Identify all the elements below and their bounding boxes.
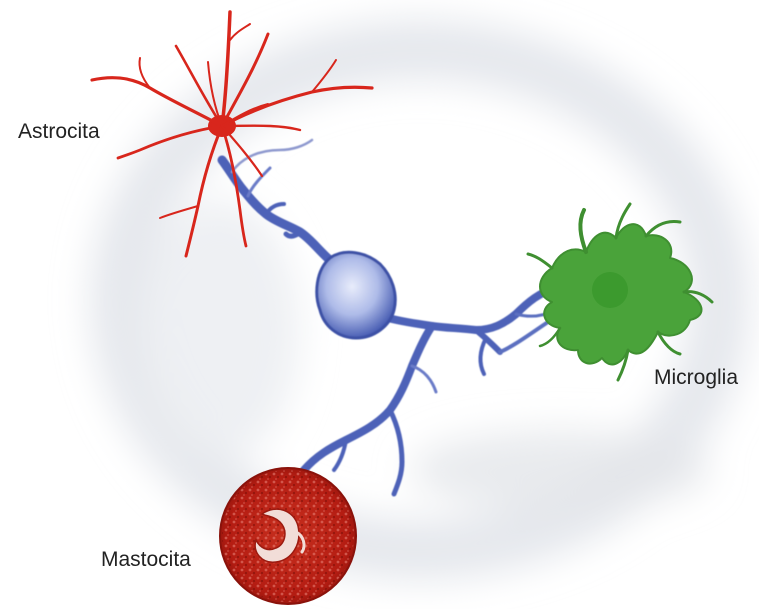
label-microglia: Microglia	[654, 367, 738, 388]
label-mastocita: Mastocita	[101, 549, 191, 570]
label-astrocita: Astrocita	[18, 121, 100, 142]
mast-cell	[220, 468, 356, 604]
